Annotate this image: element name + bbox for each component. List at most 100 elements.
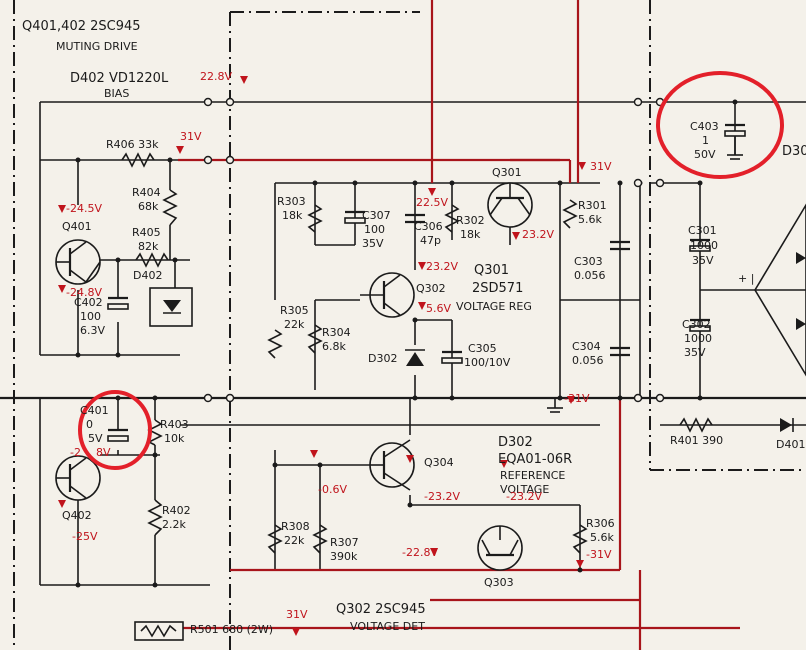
resistor-r303 — [307, 204, 323, 233]
label-r302-value: 18k — [460, 228, 481, 241]
label-bias: BIAS — [104, 87, 129, 100]
label-c301-name: C301 — [688, 224, 717, 237]
capacitors — [107, 123, 746, 442]
label-r305-name: R305 — [280, 304, 309, 317]
voltage-bias: 22.8V — [200, 70, 232, 83]
label-c307-value-1: 100 — [364, 223, 385, 236]
label-r306-name: R306 — [586, 517, 615, 530]
label-d401: D401 — [776, 438, 805, 451]
transistor-q303 — [477, 525, 523, 571]
label-c302-value-1: 1000 — [684, 332, 712, 345]
title-d302-function-2: VOLTAGE — [500, 483, 549, 496]
label-r305-value: 22k — [284, 318, 305, 331]
transistor-q402 — [55, 455, 101, 501]
capacitor-c304 — [610, 346, 630, 357]
resistors — [121, 152, 713, 641]
resistor-r308 — [267, 524, 283, 554]
highlight-circle-c403 — [656, 71, 784, 179]
voltage-r306: -31V — [586, 548, 612, 561]
voltage-q302-collector: 23.2V — [426, 260, 458, 273]
resistor-r406 — [121, 152, 155, 168]
label-c302-value-2: 35V — [684, 346, 706, 359]
label-r405-name: R405 — [132, 226, 161, 239]
voltage-c401: 8V — [96, 446, 111, 459]
label-c402-name: C402 — [74, 296, 103, 309]
bridge-diode-partial — [796, 252, 806, 330]
label-c401-name: C401 — [80, 404, 109, 417]
label-r303-name: R303 — [277, 195, 306, 208]
diodes — [149, 252, 806, 432]
voltage-q304-base: -0.6V — [318, 483, 347, 496]
label-c304-name: C304 — [572, 340, 601, 353]
label-q401: Q401 — [62, 220, 92, 233]
capacitor-c305 — [441, 350, 463, 364]
label-c307-name: C307 — [362, 209, 391, 222]
resistor-r402 — [147, 499, 163, 536]
label-c403-value-2: 50V — [694, 148, 716, 161]
label-r403-value: 10k — [164, 432, 185, 445]
title-d302-part: D302 — [498, 435, 533, 450]
resistor-r302 — [444, 204, 460, 233]
resistor-r401 — [679, 417, 713, 433]
label-r307-name: R307 — [330, 536, 359, 549]
red-traces — [175, 0, 740, 650]
title-q301-type: 2SD571 — [472, 281, 523, 296]
voltage-neg31-bus: -31V — [564, 392, 590, 405]
label-r304-value: 6.8k — [322, 340, 346, 353]
diode-d402 — [149, 287, 193, 327]
label-d402: D402 — [133, 269, 162, 282]
black-wiring — [0, 101, 806, 586]
resistor-r306 — [572, 524, 588, 554]
capacitor-c302 — [689, 318, 711, 332]
voltage-q304-emitter: -23.2V — [424, 490, 460, 503]
title-d302-function-1: REFERENCE — [500, 469, 565, 482]
label-r303-value: 18k — [282, 209, 303, 222]
voltage-q401-collector: -24.5V — [66, 202, 102, 215]
label-r406: R406 33k — [106, 138, 159, 151]
voltage-d302: -23.2V — [506, 490, 542, 503]
label-r405-value: 82k — [138, 240, 159, 253]
label-c403-name: C403 — [690, 120, 719, 133]
transistor-q301 — [487, 182, 533, 245]
title-voltage-det: VOLTAGE DET — [350, 620, 425, 633]
transistor-q302 — [360, 272, 415, 318]
resistor-r405 — [135, 252, 169, 268]
capacitor-c307 — [344, 210, 366, 224]
transistors — [55, 182, 533, 571]
label-c304-value: 0.056 — [572, 354, 604, 367]
label-c402-value-1: 100 — [80, 310, 101, 323]
resistor-r404 — [162, 189, 178, 226]
label-d30-partial: D30 — [782, 144, 806, 159]
label-q402: Q402 — [62, 509, 92, 522]
diode-d401 — [780, 418, 794, 432]
resistor-r301 — [562, 199, 578, 229]
label-c402-value-2: 6.3V — [80, 324, 105, 337]
label-c301-value-1: 1000 — [690, 239, 718, 252]
voltage-q402-emitter: -25V — [72, 530, 98, 543]
label-c307-value-2: 35V — [362, 237, 384, 250]
capacitor-c306 — [405, 213, 425, 224]
label-q304: Q304 — [424, 456, 454, 469]
voltage-q303: -22.8V — [402, 546, 438, 559]
label-r501: R501 680 (2W) — [190, 623, 273, 636]
junction-dots — [75, 99, 738, 588]
label-c306-value: 47p — [420, 234, 441, 247]
label-c302-name: C302 — [682, 318, 711, 331]
label-c401-value-2: 5V — [88, 432, 103, 445]
voltage-bottom-31v: 31V — [286, 608, 308, 621]
ground-symbol — [547, 398, 563, 413]
open-terminals — [203, 97, 665, 403]
label-c305-value: 100/10V — [464, 356, 511, 369]
title-q301-function: VOLTAGE REG — [456, 300, 532, 313]
voltage-arrows — [58, 76, 586, 636]
label-r403-name: R403 — [160, 418, 189, 431]
label-bridge-polarity: + | — [738, 272, 754, 285]
label-c403-value-1: 1 — [702, 134, 709, 147]
label-r308-name: R308 — [281, 520, 310, 533]
diode-d302 — [405, 349, 425, 366]
label-r404-name: R404 — [132, 186, 161, 199]
title-q401-402: Q401,402 2SC945 — [22, 19, 141, 34]
label-c305-name: C305 — [468, 342, 497, 355]
label-r306-value: 5.6k — [590, 531, 614, 544]
label-r304-name: R304 — [322, 326, 351, 339]
